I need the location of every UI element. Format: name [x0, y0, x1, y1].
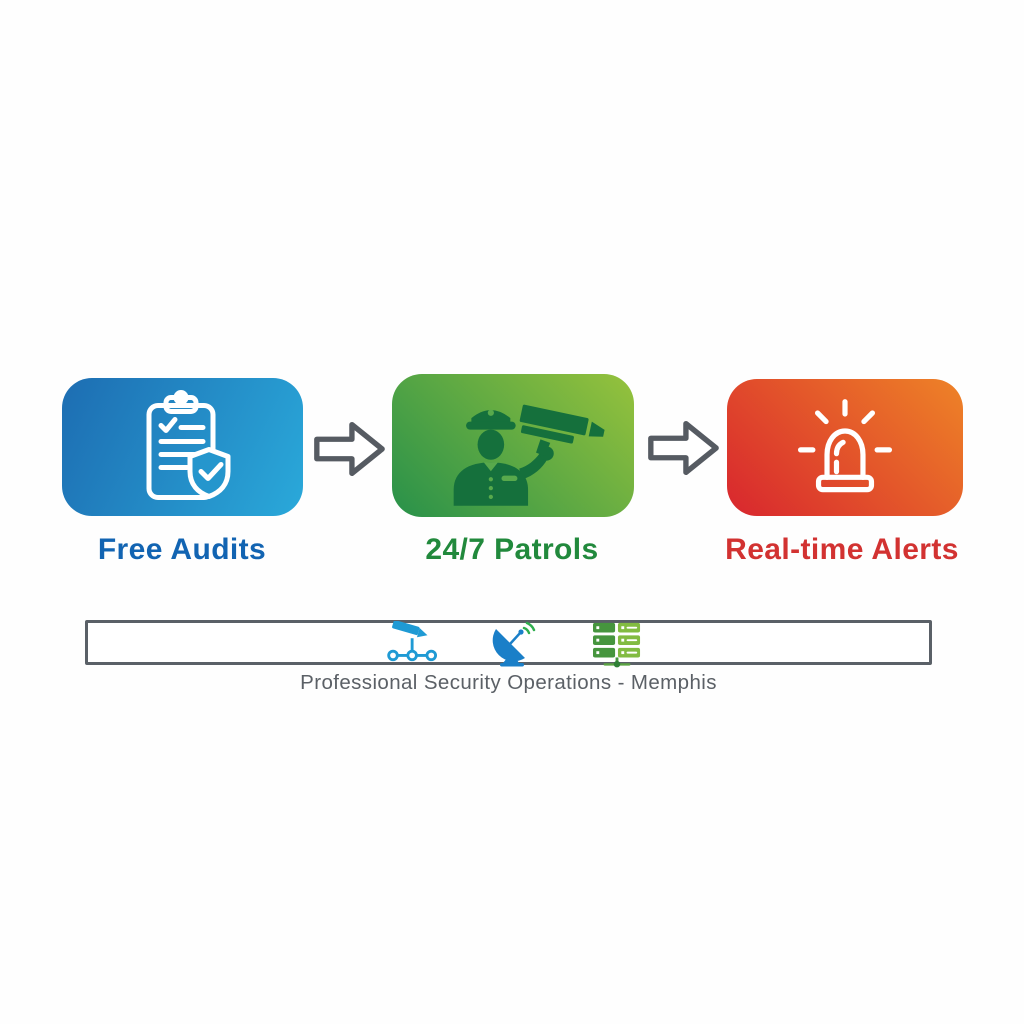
- free-audits-card: [62, 378, 303, 516]
- alerts-label: Real-time Alerts: [725, 533, 959, 566]
- operations-bar: [85, 620, 932, 668]
- siren-alert-icon: [797, 398, 893, 492]
- patrols-card: [392, 374, 634, 517]
- arrow-right-icon: [314, 421, 385, 477]
- satellite-dish-icon: [492, 621, 536, 667]
- patrols-label: 24/7 Patrols: [425, 533, 599, 566]
- alerts-card: [727, 379, 963, 516]
- free-audits-label: Free Audits: [97, 533, 267, 566]
- cctv-network-icon: [387, 621, 437, 662]
- server-stack-icon: [593, 622, 641, 668]
- clipboard-shield-check-icon: [146, 390, 230, 500]
- arrow-right-icon: [648, 420, 719, 476]
- security-guard-cctv-icon: [453, 404, 605, 506]
- operations-caption: Professional Security Operations - Memph…: [300, 671, 717, 694]
